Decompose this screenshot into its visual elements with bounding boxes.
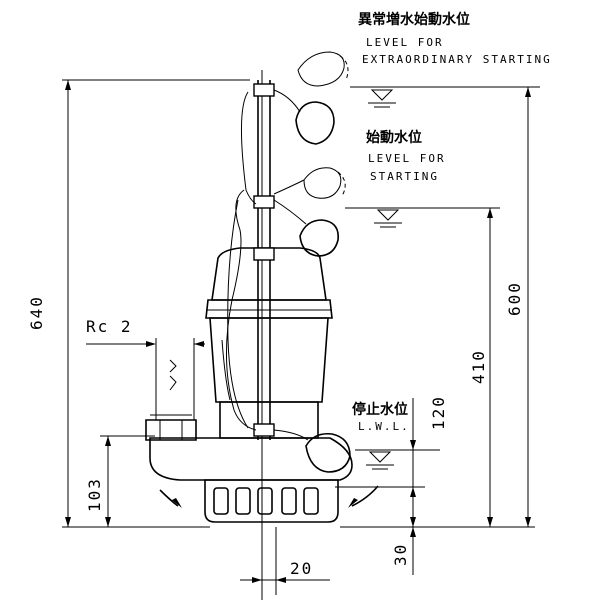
pump-body (145, 247, 353, 523)
water-level-symbol-starting (345, 207, 500, 228)
extraordinary-level-label-jp: 異常増水始動水位 (358, 11, 470, 28)
dimension-410-label: 410 (469, 349, 488, 384)
extraordinary-level-label-en1: LEVEL FOR (366, 36, 444, 49)
dimension-103 (100, 435, 155, 527)
dimension-640 (62, 79, 250, 528)
float-extraordinary-lower (295, 101, 335, 145)
starting-level-label-jp: 始動水位 (366, 129, 422, 146)
dimension-640-label: 640 (27, 295, 46, 330)
water-level-symbol-extraordinary (350, 86, 540, 108)
dimension-103-label: 103 (85, 477, 104, 512)
water-level-symbol-stop (355, 449, 440, 470)
float-extraordinary-upper (297, 51, 349, 87)
dimension-30 (410, 517, 416, 575)
float-cables (225, 89, 309, 441)
float-stop (305, 432, 351, 473)
dimension-600-label: 600 (505, 281, 524, 316)
starting-level-label-en1: LEVEL FOR (368, 152, 446, 165)
dimension-20-label: 20 (290, 559, 313, 578)
dimension-120 (335, 398, 425, 527)
dimension-20 (240, 527, 330, 595)
float-guide-rod (253, 80, 275, 440)
outlet-rc-leader (86, 338, 205, 420)
float-starting-upper (303, 167, 346, 199)
flow-arrow-left (159, 489, 182, 508)
stop-level-label-en: L.W.L. (358, 420, 410, 433)
dimension-410 (487, 208, 493, 527)
extraordinary-level-label-en2: EXTRAORDINARY STARTING (362, 53, 552, 66)
float-starting-lower (299, 219, 339, 257)
dimension-600 (340, 87, 535, 528)
strainer-slots (213, 487, 319, 515)
stop-level-label-jp: 停止水位 (352, 401, 408, 418)
starting-level-label-en2: STARTING (370, 170, 439, 183)
outlet-rc-label: Rc 2 (86, 317, 133, 336)
dimension-30-label: 30 (391, 543, 410, 566)
flow-arrow-right (348, 485, 379, 508)
dimension-120-label: 120 (429, 395, 448, 430)
